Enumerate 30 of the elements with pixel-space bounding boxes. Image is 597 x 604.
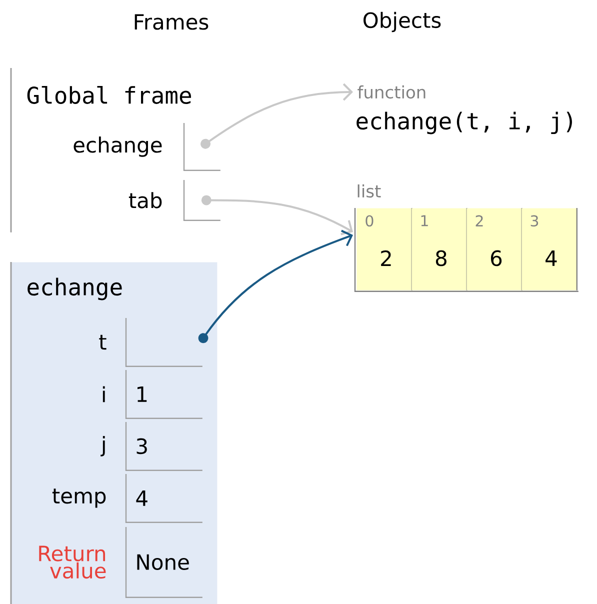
function-signature: echange(t, i, j) <box>356 112 572 134</box>
arrow <box>201 195 353 236</box>
list-cell: 2 6 <box>466 208 522 290</box>
node-label: 4 <box>546 250 557 266</box>
column-heading: Frames <box>134 14 208 30</box>
variable-name: i <box>102 386 105 402</box>
variable-name: t <box>99 334 106 350</box>
variable-name: tab <box>128 192 162 208</box>
variable-slot: 4 <box>125 474 202 523</box>
list-cell: 3 4 <box>522 208 578 290</box>
variable-slot: None <box>125 527 202 598</box>
node-label: 1 <box>421 215 428 226</box>
variable-name: temp <box>52 488 106 508</box>
node-label: 8 <box>436 250 446 266</box>
variable-name: Return value <box>39 546 106 579</box>
list-cell: 1 8 <box>412 208 468 290</box>
arrow <box>200 83 353 149</box>
variable-slot: 1 <box>125 370 202 419</box>
node-label: 2 <box>476 215 483 226</box>
type-label: list <box>358 184 381 198</box>
variable-name: j <box>100 436 105 456</box>
type-label: function <box>358 85 426 99</box>
list-cell: 0 2 <box>356 208 412 290</box>
arrow <box>198 230 353 344</box>
variable-name: echange <box>74 136 162 157</box>
column-heading: Objects <box>364 12 441 32</box>
node-label: 3 <box>530 215 538 227</box>
variable-slot: 3 <box>125 422 202 471</box>
variable-slot <box>125 318 202 367</box>
node-label: 6 <box>490 250 502 266</box>
